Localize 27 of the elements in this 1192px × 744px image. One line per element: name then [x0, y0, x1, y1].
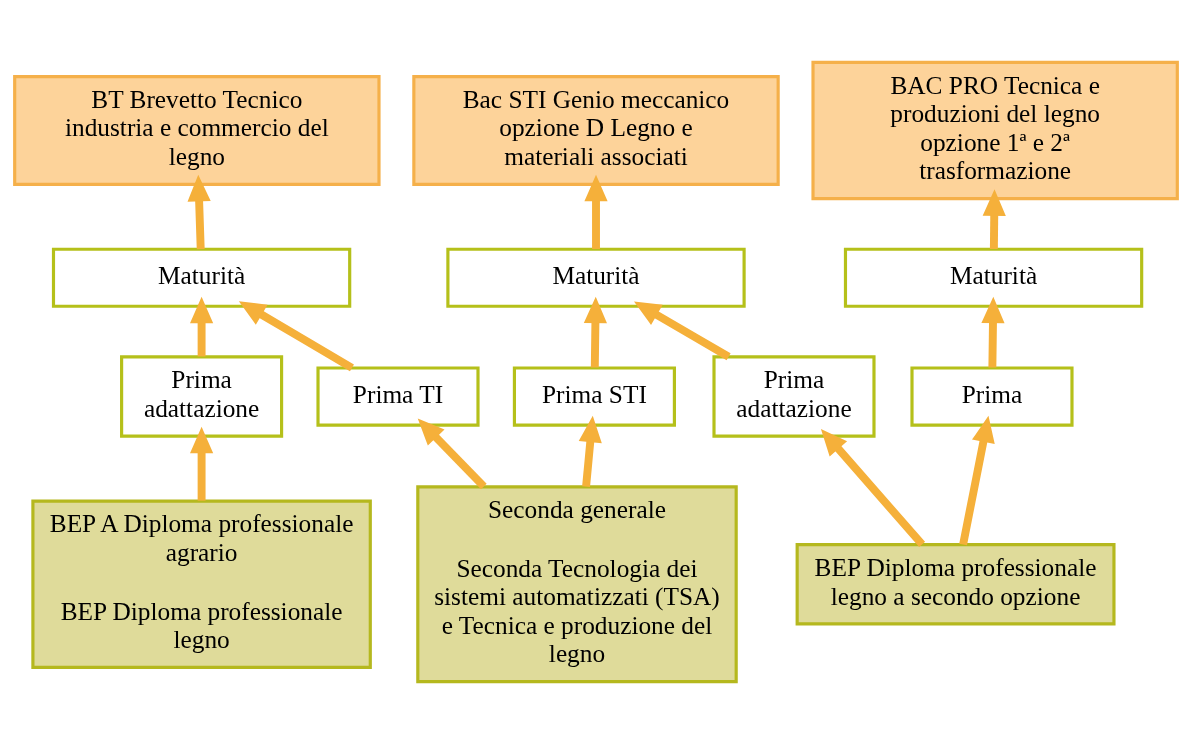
arrow: [417, 418, 487, 490]
arrow: [982, 189, 1006, 250]
arrow: [190, 296, 214, 357]
node-box: Seconda generale Seconda Tecnologia dei sistemi automatizzati (TSA) e Tecnica e produzione del legno: [416, 485, 738, 684]
arrow: [238, 301, 354, 372]
node-box: BEP A Diploma professionale agrario BEP Diploma professionale legno: [31, 499, 372, 669]
node-box: Prima STI: [512, 366, 676, 427]
node-box: Maturità: [843, 247, 1144, 308]
arrow: [959, 415, 995, 546]
arrow: [584, 174, 608, 250]
node-box: BAC PRO Tecnica e produzioni del legno opzione 1ª e 2ª trasformazione: [811, 60, 1179, 201]
arrow: [634, 301, 731, 361]
node-box: Bac STI Genio meccanico opzione D Legno e materiali associati: [412, 75, 780, 186]
node-box: Prima adattazione: [712, 355, 876, 438]
node-box: Maturità: [446, 247, 746, 308]
arrow: [187, 174, 211, 250]
node-box: Prima adattazione: [120, 355, 284, 438]
arrow: [820, 428, 926, 548]
node-box: BT Brevetto Tecnico industria e commercio del legno: [13, 75, 381, 186]
arrow: [190, 426, 214, 501]
arrow: [981, 296, 1005, 368]
node-box: BEP Diploma professionale legno a secondo opzione: [795, 543, 1116, 626]
node-box: Prima: [910, 366, 1074, 427]
arrow: [583, 296, 607, 368]
arrow: [578, 415, 602, 487]
node-box: Maturità: [51, 247, 352, 308]
node-box: Prima TI: [316, 366, 480, 427]
